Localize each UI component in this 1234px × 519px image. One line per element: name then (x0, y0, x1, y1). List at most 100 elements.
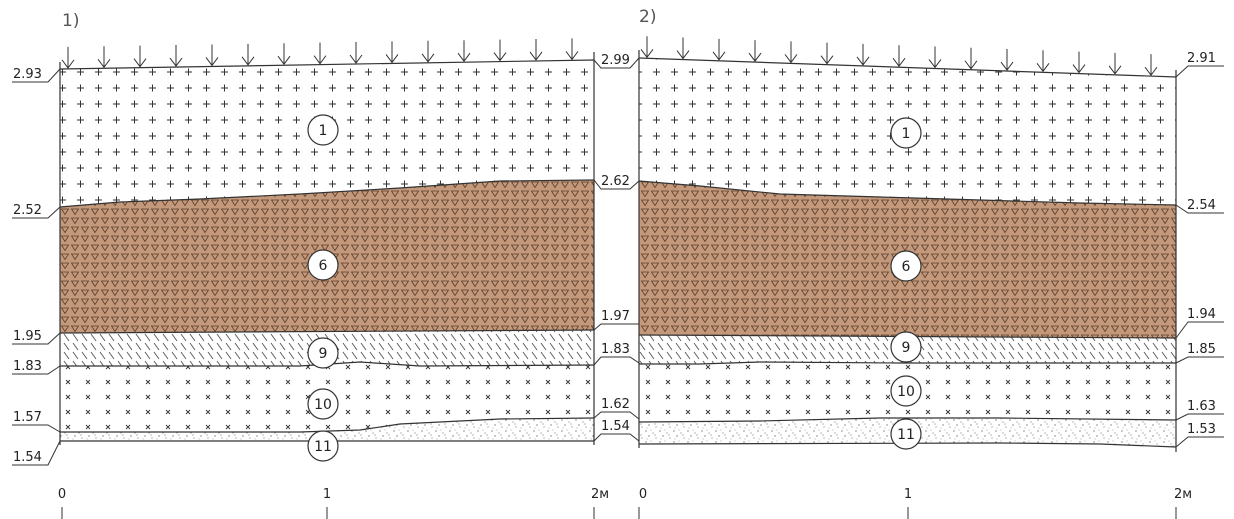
leader (12, 68, 61, 83)
layer-11-fill (60, 418, 594, 441)
leader (593, 356, 640, 366)
surface-arrow-icon (1072, 51, 1086, 74)
svg-text:9: 9 (319, 346, 328, 362)
surface-line (59, 59, 595, 70)
leader (1175, 436, 1224, 448)
panel-2-title: 2) (639, 7, 656, 27)
leader (1175, 204, 1224, 214)
level-label: 1.57 (13, 410, 42, 425)
layer-marker: 9 (307, 337, 339, 369)
leader (593, 179, 640, 190)
level-label: 2.93 (13, 67, 42, 82)
middle-level-labels: 2.99 2.62 1.97 1.83 1.62 1.54 (593, 53, 640, 442)
surface-arrow-icon (784, 41, 798, 64)
surface-arrow-icon (1036, 50, 1050, 73)
surface-arrow-icon (457, 40, 471, 63)
surface-arrow-icon (169, 45, 183, 67)
axis-tick-label: 2м (591, 487, 609, 502)
level-label: 1.54 (601, 419, 630, 434)
layer-marker: 10 (307, 388, 339, 420)
level-label: 2.62 (601, 174, 630, 189)
boundary-1-6 (59, 179, 595, 208)
surface-arrow-icon (313, 42, 327, 65)
surface-arrow-icon (892, 45, 906, 68)
level-label: 1.83 (601, 342, 630, 357)
leader (12, 332, 61, 345)
level-label: 1.97 (601, 309, 630, 324)
surface-arrows (61, 38, 579, 69)
boundary-9-10 (639, 361, 1176, 365)
svg-text:1: 1 (319, 123, 328, 139)
surface-arrow-icon (964, 47, 978, 70)
boundary-10-11 (60, 417, 595, 433)
surface-arrow-icon (928, 46, 942, 69)
level-label: 1.63 (1187, 399, 1216, 414)
level-label: 1.53 (1187, 422, 1216, 437)
axis-tick-label: 1 (904, 487, 912, 502)
leader (1175, 65, 1224, 78)
leader (593, 411, 640, 420)
leader (593, 57, 640, 69)
surface-arrow-icon (640, 36, 654, 59)
surface-arrow-icon (385, 41, 399, 64)
level-label: 1.95 (13, 329, 42, 344)
leader (1175, 413, 1224, 421)
surface-arrow-icon (97, 46, 111, 69)
svg-text:11: 11 (314, 439, 332, 455)
level-label: 1.54 (13, 450, 42, 465)
leader (12, 440, 61, 466)
layer-marker: 6 (890, 250, 922, 282)
surface-line (638, 57, 1177, 78)
level-label: 2.91 (1187, 51, 1216, 66)
surface-arrow-icon (748, 40, 762, 62)
layer-marker: 10 (890, 375, 922, 407)
leader (593, 433, 640, 442)
surface-arrow-icon (421, 40, 435, 63)
surface-arrows (640, 36, 1158, 76)
level-label: 2.54 (1187, 198, 1216, 213)
surface-arrow-icon (676, 37, 690, 60)
layer-marker: 1 (890, 117, 922, 149)
panel-1: 1) 2.93 2.52 1.9 (12, 11, 609, 519)
layer-marker: 11 (307, 430, 339, 462)
surface-arrow-icon (493, 39, 507, 62)
surface-arrow-icon (529, 38, 543, 61)
surface-arrow-icon (133, 45, 147, 68)
svg-text:9: 9 (902, 340, 911, 356)
surface-arrow-icon (820, 42, 834, 65)
surface-arrow-icon (205, 44, 219, 67)
boundary-9-10 (60, 361, 595, 367)
boundary-1-6 (638, 180, 1177, 206)
leader (1175, 356, 1224, 364)
level-label: 2.99 (601, 53, 630, 68)
svg-text:6: 6 (902, 259, 911, 275)
surface-arrow-icon (1108, 52, 1122, 75)
leader (12, 206, 61, 219)
level-label: 2.52 (13, 203, 42, 218)
surface-arrow-icon (1000, 49, 1014, 71)
layer-marker: 11 (890, 418, 922, 450)
layer-marker: 9 (890, 331, 922, 363)
axis-tick-label: 0 (58, 487, 66, 502)
axis-tick-label: 2м (1174, 487, 1192, 502)
leader (12, 424, 61, 433)
surface-arrow-icon (712, 38, 726, 61)
svg-text:6: 6 (319, 258, 328, 274)
level-label: 1.85 (1187, 342, 1216, 357)
surface-arrow-icon (241, 43, 255, 66)
boundary-10-11 (638, 417, 1177, 423)
leader (12, 365, 61, 375)
surface-arrow-icon (1144, 54, 1158, 76)
surface-arrow-icon (856, 43, 870, 66)
bottom-line (638, 442, 1177, 448)
boundary-6-9 (59, 329, 595, 334)
svg-text:10: 10 (314, 397, 332, 413)
surface-arrow-icon (349, 42, 363, 64)
panel-1-title: 1) (62, 11, 79, 31)
panel-2: 2) 2.91 2.54 1.94 1.85 1.63 (638, 7, 1224, 519)
layer-marker: 1 (307, 114, 339, 146)
level-label: 1.94 (1187, 307, 1216, 322)
svg-text:11: 11 (897, 427, 915, 443)
axis-tick-label: 0 (639, 487, 647, 502)
level-label: 1.83 (13, 359, 42, 374)
